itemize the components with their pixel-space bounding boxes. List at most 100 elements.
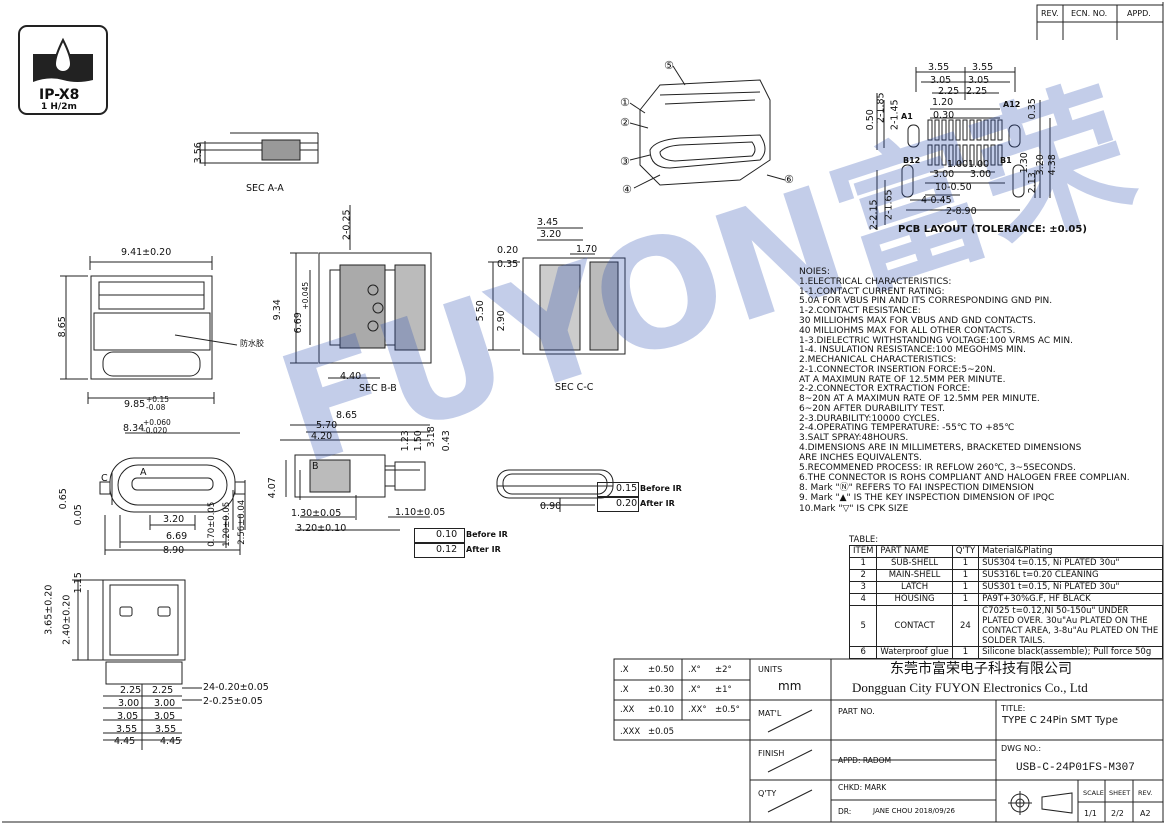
bom-cell: MAIN-SHELL — [876, 569, 953, 582]
qty-label: Q'TY — [758, 789, 777, 798]
sec-aa-label: SEC A-A — [246, 183, 284, 194]
flatness-4-value: 0.20 — [616, 498, 638, 509]
dim-445b: 4.45 — [160, 736, 182, 747]
note-line: 2-2.CONNECTOR EXTRACTION FORCE: — [799, 384, 971, 394]
pcb-100b: 1.00 — [968, 159, 990, 170]
note-line: 1-4. INSULATION RESISTANCE:100 MEGOHMS M… — [799, 345, 1026, 355]
dim-123: 1.23 — [399, 430, 411, 452]
note-line: ARE INCHES EQUIVALENTS. — [799, 453, 922, 463]
dim-320b: 3.20±0.10 — [296, 523, 347, 534]
bom-cell: 5 — [848, 605, 878, 647]
bom-cell: SUB-SHELL — [876, 557, 953, 570]
dim-985-tol-m: -0.08 — [146, 403, 166, 412]
sheet-label: SHEET — [1109, 789, 1131, 797]
note-line: 6.THE CONNECTOR IS ROHS COMPLIANT AND HA… — [799, 473, 1130, 483]
bom-cell: SUS316L t=0.20 CLEANING — [978, 569, 1163, 582]
tol-r4-c2: ±0.05 — [648, 727, 675, 737]
tol-r4-c1: .XXX — [620, 727, 641, 737]
pcb-445: 4-0.45 — [921, 195, 952, 206]
dim-225top: 2-0.25 — [341, 209, 353, 241]
bom-header: Q'TY — [951, 545, 980, 558]
dim-550: 5.50 — [474, 300, 486, 322]
pcb-pin-b12: B12 — [903, 156, 921, 165]
sec-aa-view — [199, 132, 319, 166]
pcb-225a: 2.25 — [938, 86, 960, 97]
pcb-120: 1.20 — [932, 97, 954, 108]
note-line: 4.DIMENSIONS ARE IN MILLIMETERS, BRACKET… — [799, 443, 1082, 453]
dim-345: 3.45 — [537, 217, 559, 228]
pcb-438: 4.38 — [1046, 154, 1058, 176]
bom-header: Material&Plating — [978, 545, 1163, 558]
dr-label: DR: — [838, 807, 852, 816]
dim-834-tol-m: -0.020 — [143, 426, 168, 435]
dim-110: 1.10±0.05 — [395, 507, 446, 518]
bom-cell: HOUSING — [876, 593, 953, 606]
dim-890: 8.90 — [163, 545, 185, 556]
dim-120: 1.20±0.05 — [222, 501, 233, 547]
isometric-view — [629, 65, 786, 189]
bom-cell: 1 — [951, 569, 980, 582]
pcb-165: 2-1.65 — [883, 189, 895, 221]
dim-440: 4.40 — [340, 371, 362, 382]
pcb-100a: 1.00 — [947, 159, 969, 170]
note-line: 5.0A FOR VBUS PIN AND ITS CORRESPONDING … — [799, 296, 1053, 306]
table-caption: TABLE: — [849, 535, 879, 545]
note-line: 2-4.OPERATING TEMPERATURE: -55℃ TO +85℃ — [799, 423, 1015, 433]
dim-240: 2.40±0.20 — [61, 594, 73, 645]
table-row: 4 HOUSING 1 PA9T+30%G.F, HF BLACK — [848, 593, 1163, 606]
dim-941: 9.41±0.20 — [121, 247, 172, 258]
bom-cell: 24 — [951, 605, 980, 647]
dim-065: 0.65 — [57, 488, 69, 510]
bom-cell: Silicone black(assemble); Pull force 50g — [978, 646, 1163, 659]
note-line: 1-2.CONTACT RESISTANCE: — [799, 306, 921, 316]
bom-cell: LATCH — [876, 581, 953, 594]
dim-934: 9.34 — [271, 299, 283, 321]
table-row: 5 CONTACT 24 C7025 t=0.12,NI 50-150u" UN… — [848, 605, 1163, 647]
dim-300b: 3.00 — [154, 698, 176, 709]
dim-669a: 6.69 — [292, 312, 304, 334]
note-line: AT A MAXIMUN RATE OF 12.5MM PER MINUTE. — [799, 375, 1006, 385]
note-line: 9. Mark "▲" IS THE KEY INSPECTION DIMENS… — [799, 493, 1055, 503]
scale-label: SCALE — [1083, 789, 1104, 797]
ip-rating-logo: IP-X8 1 H/2m — [19, 26, 107, 114]
note-line: NOIES: — [799, 267, 830, 277]
flatness-3-value: 0.15 — [616, 483, 638, 494]
rev-value: A2 — [1140, 809, 1151, 818]
dim-407: 4.07 — [266, 477, 278, 499]
pcb-145: 2-1.45 — [889, 99, 901, 131]
pcb-130: 1.30 — [1018, 152, 1030, 174]
note-line: 8. Mark "Ⓝ" REFERS TO FAI INSPECTION DIM… — [799, 483, 1035, 493]
dim-170: 1.70 — [576, 244, 598, 255]
pcb-185: 2-1.85 — [875, 92, 887, 124]
flatness-3-label: Before IR — [640, 484, 682, 493]
tol-r1-c4: ±2° — [715, 665, 732, 675]
dim-570: 5.70 — [316, 420, 338, 431]
dim-985: 9.85 — [124, 399, 146, 410]
note-line: 1-1.CONTACT CURRENT RATING: — [799, 287, 945, 297]
bom-header: PART NAME — [876, 545, 953, 558]
tol-r3-c4: ±0.5° — [715, 705, 740, 715]
pcb-300a: 3.00 — [933, 169, 955, 180]
rev-label: REV. — [1138, 789, 1153, 797]
table-row: 6 Waterproof glue 1 Silicone black(assem… — [848, 646, 1163, 659]
tol-r2-c4: ±1° — [715, 685, 732, 695]
bom-cell: 1 — [951, 646, 980, 659]
chkd-field: CHKD: MARK — [838, 783, 887, 792]
tol-r3-c2: ±0.10 — [648, 705, 675, 715]
dim-070: 0.70±0.05 — [207, 501, 218, 547]
note-line: 3.SALT SPRAY:48HOURS. — [799, 433, 909, 443]
flatness-callout-1 — [414, 528, 465, 543]
dim-305b: 3.05 — [154, 711, 176, 722]
bom-cell: PA9T+30%G.F, HF BLACK — [978, 593, 1163, 606]
appd-field: APPD: RADOM — [838, 756, 892, 765]
front-face-view — [99, 432, 246, 555]
bom-cell: 1 — [951, 557, 980, 570]
pcb-355b: 3.55 — [972, 62, 994, 73]
ip-rating-spec: 1 H/2m — [41, 102, 77, 112]
bom-cell: SUS301 t=0.15, Ni PLATED 30u" — [978, 581, 1163, 594]
note-line: 2-3.DURABILITY:10000 CYCLES. — [799, 414, 940, 424]
callout-label: 防水胶 — [240, 339, 264, 348]
dim-834: 8.34 — [123, 423, 145, 434]
pcb-890: 2-8.90 — [946, 206, 977, 217]
